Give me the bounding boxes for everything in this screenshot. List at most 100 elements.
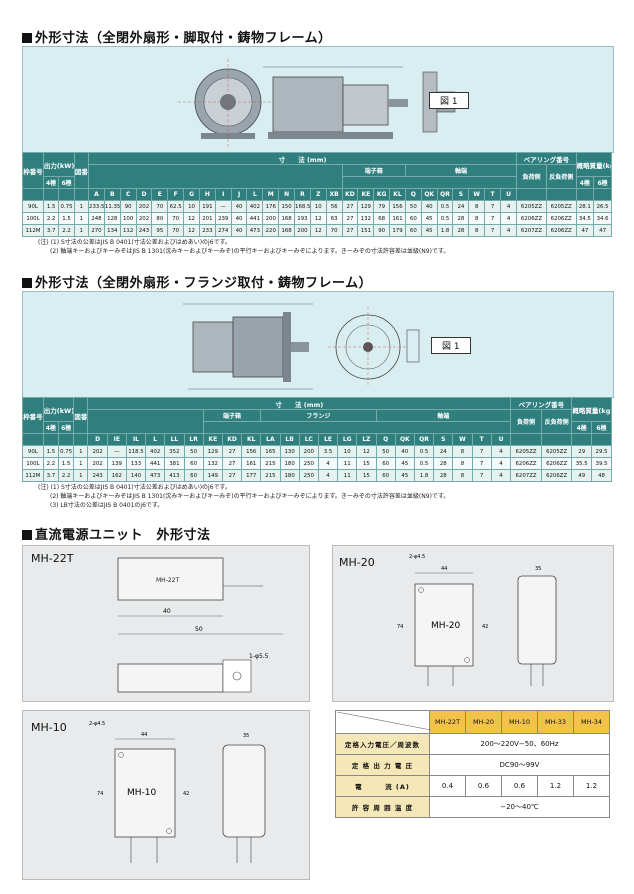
motor-flange-drawing [183, 303, 420, 390]
table-cell: 79 [373, 200, 391, 213]
table-cell: 90 [119, 200, 137, 213]
column-letter: LR [183, 433, 204, 446]
table-cell: 40 [420, 200, 438, 213]
table-cell: 243 [87, 469, 108, 482]
table-cell: — [106, 445, 127, 458]
spec-value: 0.6 [465, 775, 502, 797]
foot-mount-dimension-table: 枠番号 出力(kW) 図番 寸 法 (mm) ベアリング番号 概略質量(kg) … [22, 152, 613, 237]
table-cell: 8 [468, 200, 486, 213]
header-col-spacer [42, 188, 60, 201]
table-cell: 100L [22, 212, 44, 225]
table-cell: 3.7 [42, 469, 60, 482]
column-letter: IL [125, 433, 147, 446]
table-cell: 68 [373, 212, 391, 225]
spec-value: 1.2 [573, 775, 610, 797]
table-cell: — [214, 200, 232, 213]
table-cell: 24 [452, 200, 470, 213]
table-cell: 1 [73, 212, 90, 225]
mh10-drawing: 2-φ4.5 44 MH-10 74 42 35 [89, 721, 266, 863]
dim-label: 44 [441, 566, 447, 572]
spec-label: 定格入力電圧／周波数 [335, 733, 430, 755]
header-shaft-end: 軸端 [404, 164, 518, 177]
table-cell: 156 [241, 445, 262, 458]
dim-label: 2-φ4.5 [409, 554, 425, 560]
table-cell: 129 [202, 445, 223, 458]
header-frame: 枠番号 [22, 397, 44, 434]
spec-value: DC90〜99V [429, 754, 610, 776]
table-cell: 1 [73, 224, 90, 237]
column-letter: S [452, 188, 470, 201]
header-sub-blank [341, 176, 518, 189]
header-mass-6pole: 6極 [591, 421, 612, 434]
header-col-spacer [591, 433, 612, 446]
unit-title: MH-22T [31, 552, 74, 565]
table-cell: 149 [202, 469, 223, 482]
header-bearing: ベアリング番号 [510, 397, 573, 410]
header-6pole: 6極 [58, 176, 75, 189]
table-cell: 6205ZZ [540, 445, 573, 458]
square-bullet-icon [22, 33, 32, 43]
column-letter: KL [389, 188, 406, 201]
table-cell: 200 [262, 212, 280, 225]
table-cell: 191 [198, 200, 216, 213]
table-cell: 2.2 [58, 224, 75, 237]
column-letter: D [87, 433, 108, 446]
dim-label: 35 [535, 566, 541, 572]
table-cell: 29 [571, 445, 593, 458]
header-bearing: ベアリング番号 [516, 152, 577, 165]
table-cell: 8 [452, 469, 473, 482]
table-cell: 239 [214, 212, 232, 225]
table-cell: 1.5 [58, 457, 75, 470]
column-letter: KL [241, 433, 262, 446]
table-cell: 28.1 [575, 200, 595, 213]
table-cell: 7 [484, 224, 501, 237]
note-line: (3) LB寸法の公差はJIS B 0401のj6です。 [50, 502, 164, 509]
table-cell: 47 [575, 224, 595, 237]
table-cell: 270 [88, 224, 105, 237]
column-letter: T [471, 433, 492, 446]
header-sub-blank [202, 421, 512, 434]
table-cell: 45 [420, 224, 438, 237]
header-shaft-end: 軸端 [375, 409, 512, 422]
table-cell: 128 [103, 212, 121, 225]
section-title-foot-mount: 外形寸法（全閉外扇形・脚取付・鋳物フレーム） [22, 27, 332, 46]
column-letter: S [433, 433, 454, 446]
note-line: (2) 軸端キーおよびキーみぞはJIS B 1301(沈みキーおよびキーみぞ)の… [50, 493, 450, 500]
table-cell: 112M [22, 224, 44, 237]
model-header: MH-22T [429, 710, 466, 734]
table-cell: 441 [145, 457, 166, 470]
drawing-foot-mount: 図 1 [22, 46, 614, 153]
unit-box-mh22t: MH-22T MH-22T 40 50 1-φ5.5 [22, 545, 310, 702]
table-cell: 15 [356, 469, 377, 482]
table-cell: 27 [221, 445, 243, 458]
header-col-spacer [516, 188, 547, 201]
table-cell: 28 [433, 469, 454, 482]
table-cell: 6206ZZ [510, 457, 542, 470]
table-cell: 50 [404, 200, 422, 213]
spec-value: −20〜40℃ [429, 796, 610, 818]
table-cell: 2.2 [42, 212, 60, 225]
column-letter: M [262, 188, 280, 201]
table-cell: 1 [73, 457, 89, 470]
table-cell: 60 [404, 212, 422, 225]
table-cell: 352 [164, 445, 185, 458]
table-cell: 193 [294, 212, 311, 225]
dim-label: 1-φ5.5 [249, 653, 269, 660]
table-cell: 180 [279, 469, 300, 482]
table-cell: 24 [433, 445, 454, 458]
table-cell: 4 [490, 469, 512, 482]
column-letter: W [452, 433, 473, 446]
table-cell: 62.5 [167, 200, 185, 213]
column-letter: LA [260, 433, 281, 446]
spec-row: 許 容 周 囲 温 度−20〜40℃ [335, 796, 610, 818]
table-cell: 168.5 [294, 200, 311, 213]
spec-label: 定 格 出 力 電 圧 [335, 754, 430, 776]
header-col-spacer [540, 433, 573, 446]
table-cell: 40 [230, 224, 248, 237]
table-cell: 90L [22, 445, 44, 458]
dim-label: 74 [397, 624, 403, 630]
